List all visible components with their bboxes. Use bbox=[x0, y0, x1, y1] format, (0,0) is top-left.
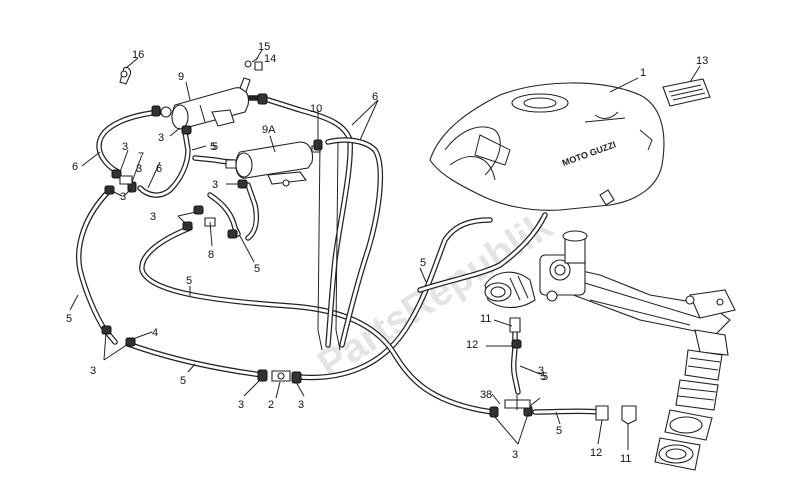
label-6: 6 bbox=[156, 163, 162, 175]
fuel-filter-9[interactable] bbox=[160, 77, 251, 130]
label-15: 15 bbox=[258, 41, 270, 53]
label-6: 6 bbox=[72, 161, 78, 173]
label-2: 2 bbox=[268, 399, 274, 411]
label-3: 3 bbox=[298, 399, 304, 411]
label-3: 3 bbox=[238, 399, 244, 411]
label-5: 5 bbox=[254, 263, 260, 275]
vent-line-rod-right bbox=[335, 141, 341, 351]
label-16: 16 bbox=[132, 49, 144, 61]
label-3: 3 bbox=[512, 449, 518, 461]
label-6: 6 bbox=[372, 91, 378, 103]
label-3: 3 bbox=[90, 365, 96, 377]
fuel-tank[interactable]: MOTO GUZZI bbox=[429, 82, 665, 211]
label-5: 5 bbox=[556, 425, 562, 437]
label-11: 11 bbox=[620, 453, 631, 465]
label-5: 5 bbox=[210, 141, 216, 153]
fuel-pump-9a[interactable] bbox=[225, 141, 321, 187]
label-3: 3 bbox=[538, 365, 544, 377]
label-8: 8 bbox=[486, 389, 492, 401]
decal-label[interactable] bbox=[662, 78, 711, 107]
label-5: 5 bbox=[186, 275, 192, 287]
label-4: 4 bbox=[152, 327, 158, 339]
label-9a: 9A bbox=[262, 124, 276, 136]
label-8: 8 bbox=[208, 249, 214, 261]
label-5: 5 bbox=[212, 141, 218, 153]
hose-clamps[interactable] bbox=[101, 93, 533, 418]
label-3: 3 bbox=[158, 132, 164, 144]
label-3: 3 bbox=[136, 163, 142, 175]
label-3: 3 bbox=[120, 191, 126, 203]
label-3: 3 bbox=[212, 179, 218, 191]
label-9: 9 bbox=[178, 71, 184, 83]
label-1: 1 bbox=[640, 67, 646, 79]
label-5: 5 bbox=[180, 375, 186, 387]
label-13: 13 bbox=[696, 55, 708, 67]
label-3: 3 bbox=[150, 211, 156, 223]
fittings[interactable] bbox=[119, 60, 637, 425]
callout-labels: 1 2 3 3 3 3 3 3 3 3 3 3 3 3 4 5 5 5 5 5 … bbox=[66, 41, 708, 465]
label-5: 5 bbox=[540, 371, 546, 383]
label-3: 3 bbox=[480, 389, 486, 401]
label-3: 3 bbox=[122, 141, 128, 153]
label-5: 5 bbox=[66, 313, 72, 325]
vent-line-rod-left bbox=[317, 141, 323, 351]
label-5: 5 bbox=[542, 371, 548, 383]
label-5: 5 bbox=[420, 257, 426, 269]
leader-lines bbox=[69, 49, 701, 450]
label-11: 11 bbox=[480, 313, 491, 325]
label-14: 14 bbox=[264, 53, 276, 65]
label-12: 12 bbox=[466, 339, 478, 351]
label-10: 10 bbox=[310, 103, 322, 115]
throttle-body-assembly[interactable] bbox=[484, 230, 736, 471]
label-7: 7 bbox=[138, 151, 144, 163]
label-12: 12 bbox=[590, 447, 602, 459]
